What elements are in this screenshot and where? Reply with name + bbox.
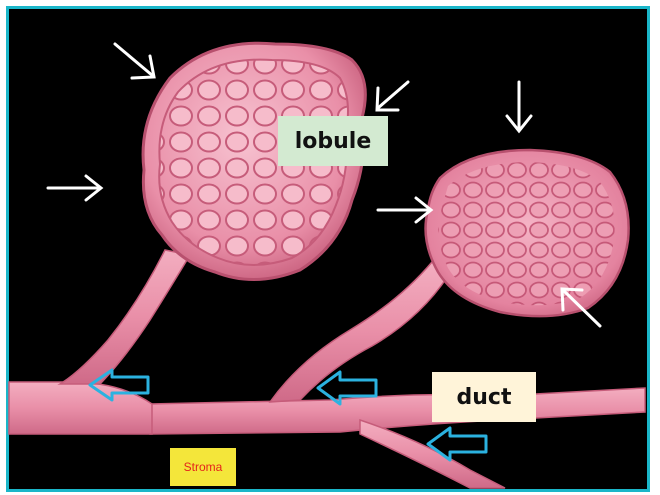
big-lobule-stalk [60,250,190,384]
main-duct [150,388,645,434]
arrow-icon-topleft [115,44,154,78]
duct-label: duct [432,372,536,422]
arrow-icon-top-small [507,82,531,131]
stroma-label: Stroma [170,448,236,486]
lobule-label: lobule [278,116,388,166]
left-duct-cut [9,382,152,434]
arrow-icon-left [48,176,101,200]
arrow-icon-right-of-lobule [377,82,408,110]
small-lobule [426,150,629,316]
lower-branch-duct [360,420,505,488]
arrow-icon-small-left [378,198,431,222]
